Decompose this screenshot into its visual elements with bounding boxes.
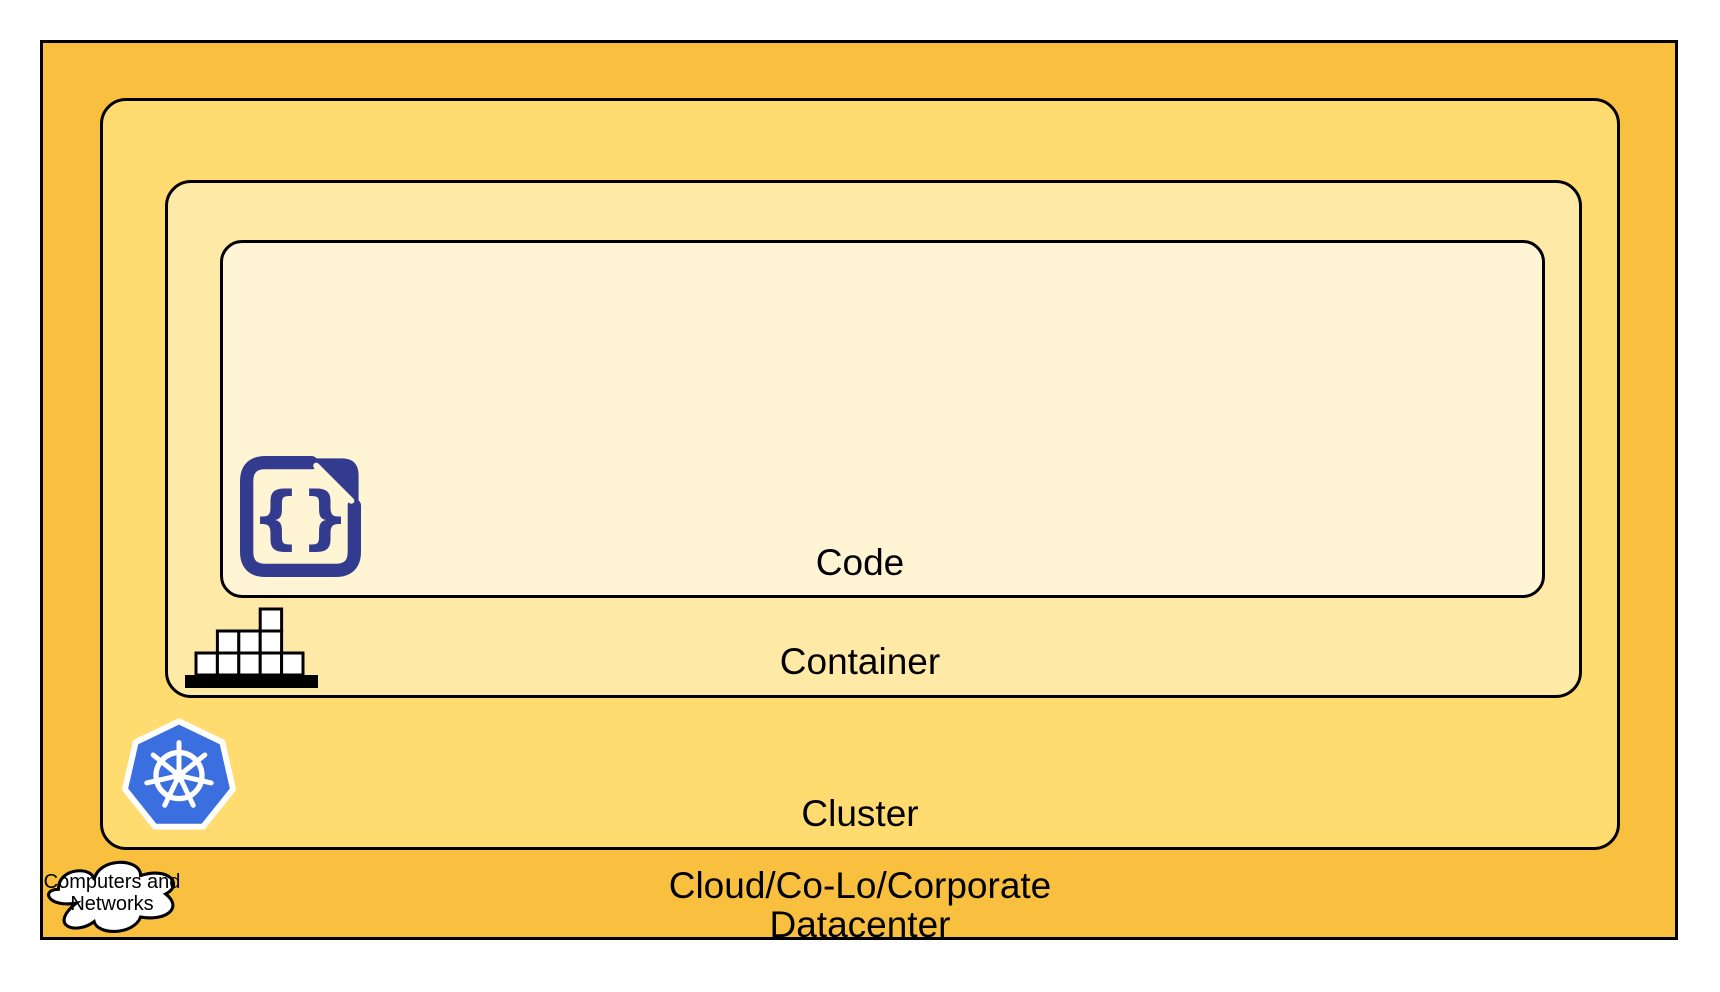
cloud-icon bbox=[47, 860, 176, 933]
container-label: Container bbox=[779, 641, 941, 682]
cloud-label: Computers and Networks bbox=[43, 871, 181, 915]
container-blocks-icon bbox=[185, 607, 318, 688]
container-base-bar bbox=[185, 675, 318, 688]
file-fold-crease bbox=[313, 462, 355, 504]
cluster-label: Cluster bbox=[801, 793, 919, 834]
braces-glyph: {} bbox=[251, 478, 349, 558]
file-outline bbox=[240, 456, 361, 577]
code-label: Code bbox=[815, 542, 905, 583]
datacenter-label: Cloud/Co-Lo/Corporate Datacenter bbox=[668, 865, 1052, 945]
k8s-wheel bbox=[144, 740, 214, 808]
code-layer bbox=[220, 240, 1545, 598]
cloud-shape bbox=[47, 860, 176, 933]
code-file-icon: {} bbox=[240, 456, 361, 577]
kubernetes-icon bbox=[122, 718, 236, 830]
